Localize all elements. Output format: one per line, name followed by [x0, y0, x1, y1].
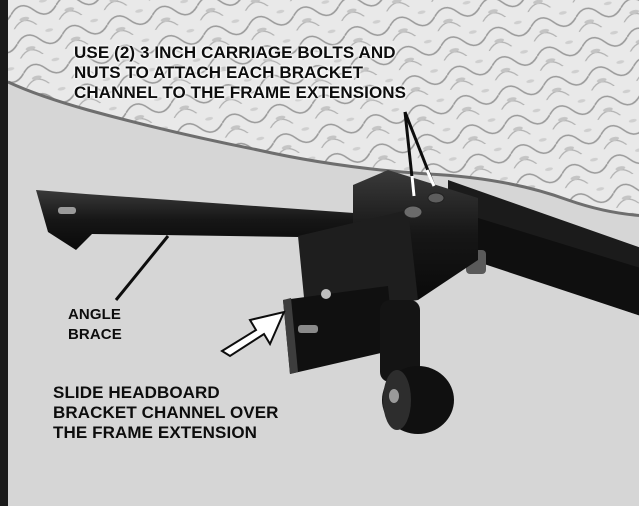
bolts-callout: USE (2) 3 INCH CARRIAGE BOLTS AND NUTS T… [74, 43, 406, 103]
bed-frame-photo [8, 0, 639, 434]
angle-brace-callout-line-2: BRACE [68, 326, 122, 343]
bolts-callout-line-2: NUTS TO ATTACH EACH BRACKET [74, 63, 364, 82]
bolts-callout-line-1: USE (2) 3 INCH CARRIAGE BOLTS AND [74, 43, 396, 62]
bolts-callout-line-3: CHANNEL TO THE FRAME EXTENSIONS [74, 83, 407, 102]
angle-brace-callout: ANGLE BRACE [68, 305, 122, 345]
angle-brace-callout-line-1: ANGLE [68, 306, 121, 323]
quilted-mattress [8, 0, 639, 216]
slide-callout-line-2: BRACKET CHANNEL OVER [53, 403, 279, 422]
caster-wheel-icon [382, 366, 454, 434]
outline-arrow-icon [220, 310, 286, 358]
slide-callout: SLIDE HEADBOARD BRACKET CHANNEL OVER THE… [53, 383, 279, 443]
slide-callout-line-1: SLIDE HEADBOARD [53, 383, 220, 402]
slide-callout-line-3: THE FRAME EXTENSION [53, 423, 258, 442]
